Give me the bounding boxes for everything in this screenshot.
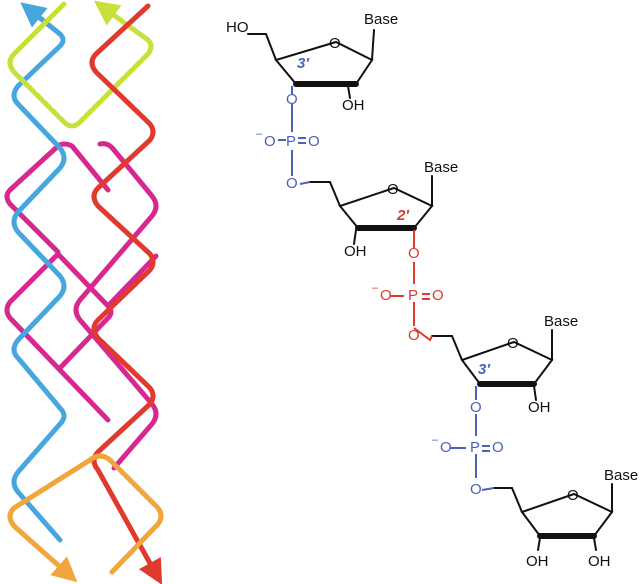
base-label: Base xyxy=(544,313,578,330)
phosphate-o-minus-label: O xyxy=(264,133,276,150)
oh-label: OH xyxy=(528,399,551,416)
oh-label: OH xyxy=(342,97,365,114)
prime-3-label: 3′ xyxy=(478,361,491,378)
phosphate-o-minus-label: O xyxy=(440,439,452,456)
linkage-bonds xyxy=(278,86,495,491)
oh-label: OH xyxy=(344,243,367,260)
phosphate-double-o-label: O xyxy=(432,287,444,304)
prime-2-label: 2′ xyxy=(396,207,410,224)
strand-red xyxy=(89,3,163,584)
phosphate-o-minus-label: O xyxy=(380,287,392,304)
labels-nucleotide-2: O Base OH 2′ O O – P O O xyxy=(344,159,458,344)
phosphorus-label: P xyxy=(408,287,418,304)
phosphate-double-o-label: O xyxy=(492,439,504,456)
linkage-oxygen-label: O xyxy=(408,327,420,344)
oh-label: OH xyxy=(588,553,611,570)
sugar-ring-2 xyxy=(338,186,434,229)
sugar-ring-1 xyxy=(274,40,374,85)
linkage-oxygen-label: O xyxy=(408,245,420,262)
phosphorus-label: P xyxy=(286,133,296,150)
ring-oxygen-label: O xyxy=(507,335,519,352)
linkage-oxygen-label: O xyxy=(286,175,298,192)
nucleotide-chain xyxy=(247,29,614,551)
strand-magenta xyxy=(4,141,159,471)
strand-yellow-green xyxy=(7,0,154,129)
phosphorus-label: P xyxy=(470,439,480,456)
prime-3-label: 3′ xyxy=(297,55,310,72)
ho-label: HO xyxy=(226,19,249,36)
ring-oxygen-label: O xyxy=(567,487,579,504)
charge-minus-label: – xyxy=(432,434,439,446)
base-label: Base xyxy=(364,11,398,28)
braided-strands xyxy=(4,0,164,584)
ring-oxygen-label: O xyxy=(387,181,399,198)
sugar-ring-4 xyxy=(520,492,614,537)
sugar-ring-3 xyxy=(460,340,554,385)
labels-nucleotide-4: O Base OH OH xyxy=(526,467,638,570)
strand-orange xyxy=(7,453,164,583)
linkage-oxygen-label: O xyxy=(286,91,298,108)
labels-nucleotide-3: O Base OH 3′ O O – P O O xyxy=(432,313,578,498)
linkage-oxygen-label: O xyxy=(470,481,482,498)
strand-blue xyxy=(11,2,67,543)
ring-oxygen-label: O xyxy=(329,35,341,52)
phosphate-double-o-label: O xyxy=(308,133,320,150)
base-label: Base xyxy=(604,467,638,484)
charge-minus-label: – xyxy=(372,282,379,294)
linkage-oxygen-label: O xyxy=(470,399,482,416)
labels-nucleotide-1: HO O Base OH 3′ O O – P O O xyxy=(226,11,398,192)
charge-minus-label: – xyxy=(256,128,263,140)
oh-label: OH xyxy=(526,553,549,570)
base-label: Base xyxy=(424,159,458,176)
